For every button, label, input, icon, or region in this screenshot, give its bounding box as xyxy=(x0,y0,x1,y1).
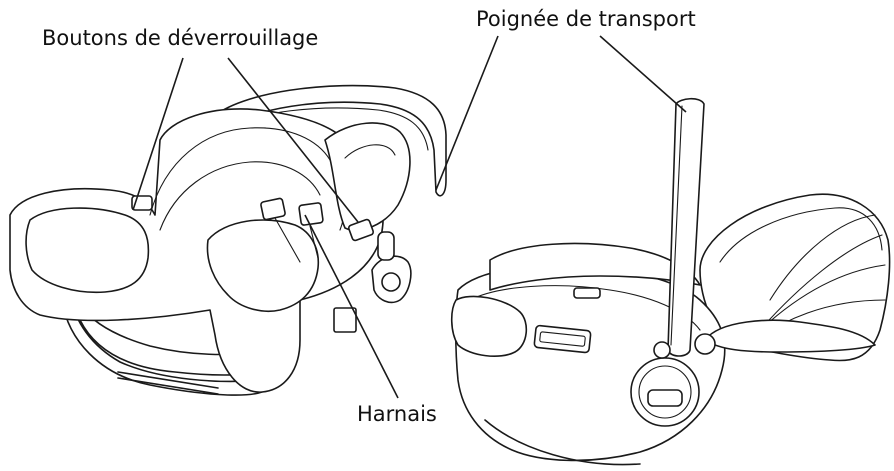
carry-handle-label: Poignée de transport xyxy=(476,9,696,30)
right-seat-belt-guide xyxy=(534,325,591,353)
leader-handle-left xyxy=(436,36,498,190)
leader-handle-right xyxy=(600,36,686,112)
left-car-seat xyxy=(10,86,446,396)
unlock-buttons-label: Boutons de déverrouillage xyxy=(42,28,318,49)
left-seat-hinge xyxy=(372,256,411,302)
unlock-button-right xyxy=(648,390,682,406)
harness-label: Harnais xyxy=(357,404,437,425)
harness-buckle-right xyxy=(299,203,324,226)
right-car-seat xyxy=(452,99,890,465)
harness-buckle-left xyxy=(260,198,285,220)
